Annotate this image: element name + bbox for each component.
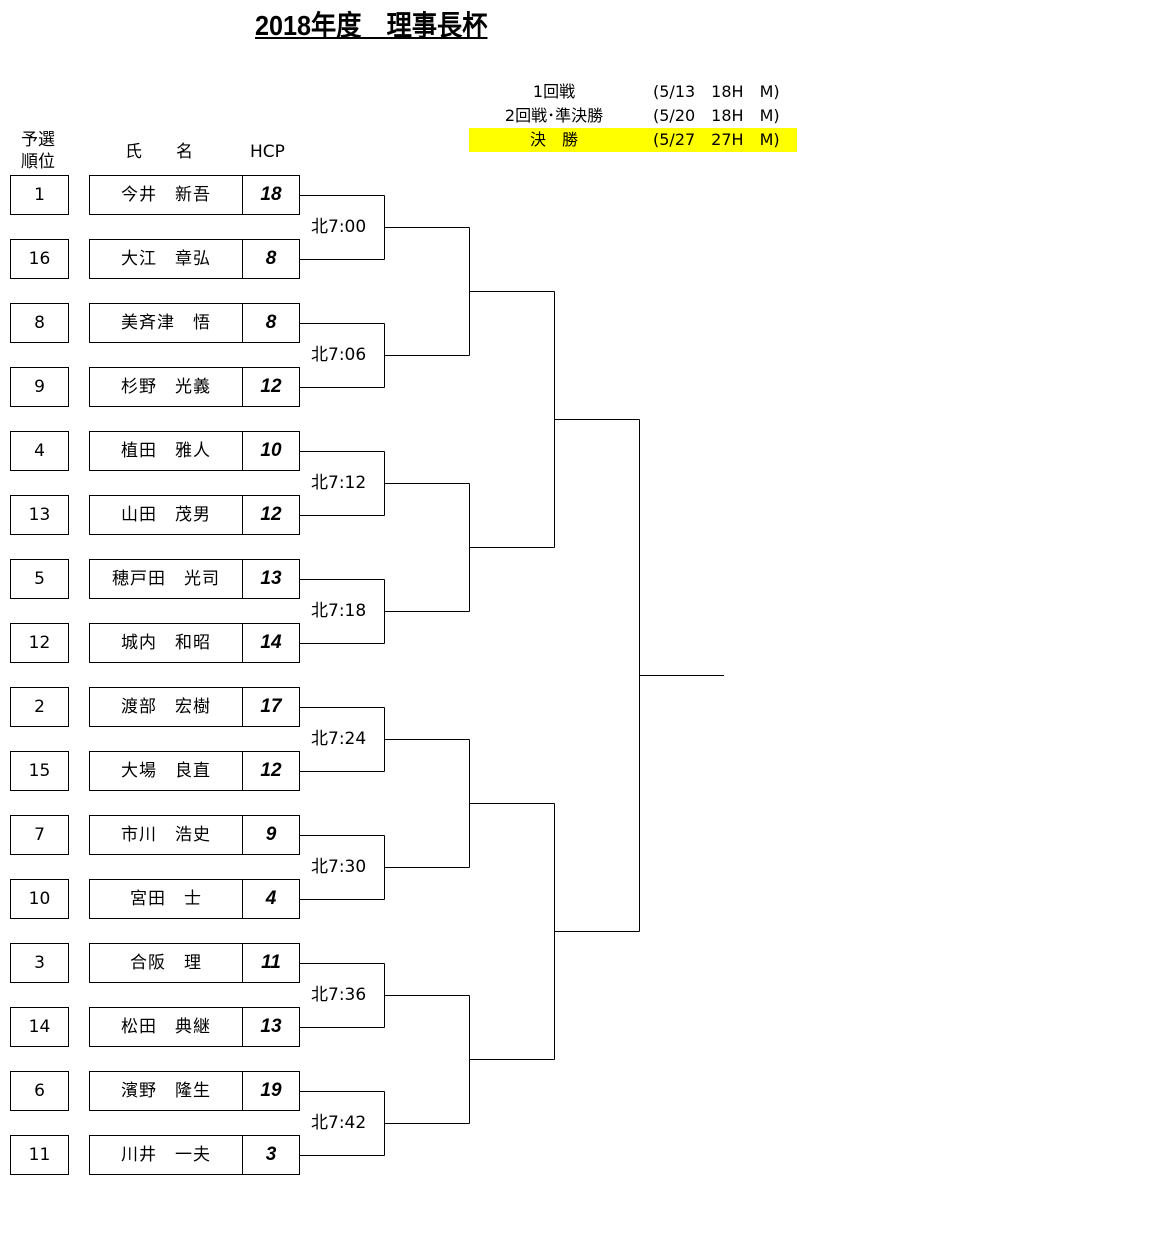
rank-cell: 10: [10, 879, 69, 919]
hcp-cell: 12: [242, 751, 300, 791]
hcp-cell: 12: [242, 367, 300, 407]
schedule-row: 1回戦 (5/13 18H M): [469, 80, 797, 104]
player-name-cell: 市川 浩史: [89, 815, 243, 855]
rank-cell: 5: [10, 559, 69, 599]
player-name-cell: 川井 一夫: [89, 1135, 243, 1175]
rank-cell: 15: [10, 751, 69, 791]
page-title: 2018年度 理事長杯: [255, 10, 488, 41]
player-name-cell: 植田 雅人: [89, 431, 243, 471]
schedule-detail: (5/13 18H M): [653, 82, 780, 101]
player-name-cell: 合阪 理: [89, 943, 243, 983]
rank-cell: 7: [10, 815, 69, 855]
hcp-cell: 18: [242, 175, 300, 215]
player-name-cell: 今井 新吾: [89, 175, 243, 215]
schedule-detail: (5/20 18H M): [653, 106, 780, 125]
schedule-round: 2回戦･準決勝: [504, 106, 604, 125]
schedule-round: 決 勝: [529, 130, 578, 149]
rank-cell: 9: [10, 367, 69, 407]
schedule-row: 2回戦･準決勝 (5/20 18H M): [469, 104, 797, 128]
player-name-cell: 渡部 宏樹: [89, 687, 243, 727]
hcp-cell: 3: [242, 1135, 300, 1175]
hcp-cell: 4: [242, 879, 300, 919]
schedule-detail: (5/27 27H M): [653, 130, 780, 149]
tee-time-label: 北7:42: [311, 1113, 367, 1133]
rank-cell: 4: [10, 431, 69, 471]
schedule-round: 1回戦: [532, 82, 576, 101]
tee-time-label: 北7:24: [311, 729, 367, 749]
rank-cell: 16: [10, 239, 69, 279]
hcp-cell: 19: [242, 1071, 300, 1111]
rank-cell: 2: [10, 687, 69, 727]
tee-time-label: 北7:12: [311, 473, 367, 493]
rank-cell: 1: [10, 175, 69, 215]
tee-time-label: 北7:00: [311, 217, 367, 237]
tee-time-label: 北7:36: [311, 985, 367, 1005]
player-name-cell: 穂戸田 光司: [89, 559, 243, 599]
header-hcp: HCP: [250, 142, 285, 162]
rank-cell: 6: [10, 1071, 69, 1111]
player-name-cell: 美斉津 悟: [89, 303, 243, 343]
hcp-cell: 11: [242, 943, 300, 983]
rank-cell: 12: [10, 623, 69, 663]
player-name-cell: 山田 茂男: [89, 495, 243, 535]
hcp-cell: 8: [242, 239, 300, 279]
player-name-cell: 杉野 光義: [89, 367, 243, 407]
schedule-row: 決 勝 (5/27 27H M): [469, 128, 797, 152]
player-name-cell: 松田 典継: [89, 1007, 243, 1047]
hcp-cell: 13: [242, 1007, 300, 1047]
rank-cell: 11: [10, 1135, 69, 1175]
header-rank-line2: 順位: [21, 152, 55, 172]
hcp-cell: 17: [242, 687, 300, 727]
hcp-cell: 10: [242, 431, 300, 471]
rank-cell: 13: [10, 495, 69, 535]
header-name: 氏 名: [125, 142, 193, 162]
tee-time-label: 北7:06: [311, 345, 367, 365]
hcp-cell: 9: [242, 815, 300, 855]
player-name-cell: 濱野 隆生: [89, 1071, 243, 1111]
player-name-cell: 大場 良直: [89, 751, 243, 791]
rank-cell: 14: [10, 1007, 69, 1047]
rank-cell: 8: [10, 303, 69, 343]
hcp-cell: 8: [242, 303, 300, 343]
tee-time-label: 北7:30: [311, 857, 367, 877]
hcp-cell: 12: [242, 495, 300, 535]
tee-time-label: 北7:18: [311, 601, 367, 621]
hcp-cell: 13: [242, 559, 300, 599]
player-name-cell: 城内 和昭: [89, 623, 243, 663]
player-name-cell: 大江 章弘: [89, 239, 243, 279]
hcp-cell: 14: [242, 623, 300, 663]
rank-cell: 3: [10, 943, 69, 983]
header-rank-line1: 予選: [21, 130, 55, 150]
player-name-cell: 宮田 士: [89, 879, 243, 919]
